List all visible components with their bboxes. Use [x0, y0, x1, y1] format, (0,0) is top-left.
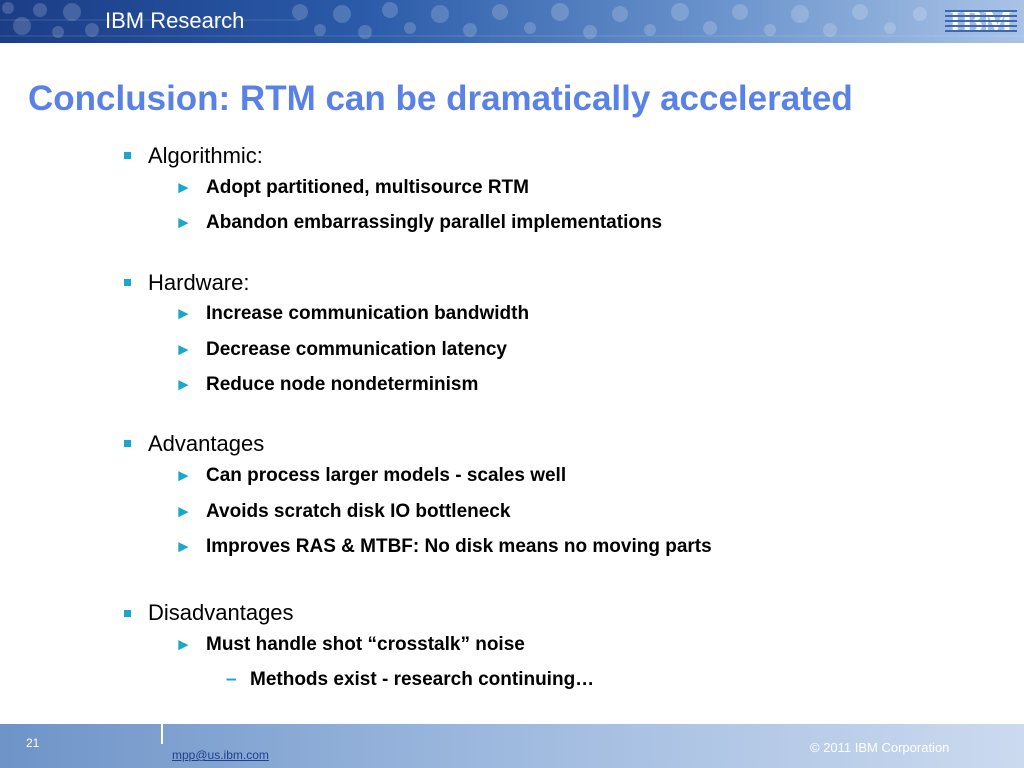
arrow-bullet-icon: ► [175, 340, 192, 359]
arrow-bullet-icon: ► [175, 304, 192, 323]
arrow-bullet-icon: ► [175, 466, 192, 485]
square-bullet-icon [124, 279, 131, 286]
arrow-bullet-icon: ► [175, 635, 192, 654]
square-bullet-icon [124, 610, 131, 617]
bullet-item: Adopt partitioned, multisource RTM [206, 177, 529, 198]
sub-bullet-item: Methods exist - research continuing… [250, 669, 595, 690]
arrow-bullet-icon: ► [175, 213, 192, 232]
bullet-item: Avoids scratch disk IO bottleneck [206, 501, 511, 522]
footer-bar: 21 mpp@us.ibm.com © 2011 IBM Corporation [0, 724, 1024, 768]
square-bullet-icon [124, 152, 131, 159]
dash-bullet-icon: – [226, 669, 237, 690]
bullet-heading-hardware: Hardware: [148, 270, 250, 295]
arrow-bullet-icon: ► [175, 178, 192, 197]
page-number: 21 [26, 736, 40, 750]
header-banner: IBM Research IBM [0, 0, 1024, 43]
header-title: IBM Research [105, 8, 245, 33]
bullet-item: Improves RAS & MTBF: No disk means no mo… [206, 536, 712, 557]
arrow-bullet-icon: ► [175, 502, 192, 521]
bullet-heading-disadvantages: Disadvantages [148, 600, 294, 625]
bullet-item: Reduce node nondeterminism [206, 374, 479, 395]
bullet-item: Decrease communication latency [206, 339, 507, 360]
dot-pattern-decoration [0, 2, 1024, 39]
slide-title: Conclusion: RTM can be dramatically acce… [28, 79, 853, 118]
ibm-striped-logo: IBM [945, 5, 1017, 37]
bullet-heading-advantages: Advantages [148, 431, 265, 456]
email-link[interactable]: mpp@us.ibm.com [172, 748, 269, 762]
bullet-item: Increase communication bandwidth [206, 303, 530, 324]
footer-divider [161, 724, 163, 744]
copyright-text: © 2011 IBM Corporation [810, 740, 950, 755]
bullet-item: Abandon embarrassingly parallel implemen… [206, 212, 663, 233]
bullet-item: Must handle shot “crosstalk” noise [206, 634, 525, 655]
bullet-item: Can process larger models - scales well [206, 465, 567, 486]
arrow-bullet-icon: ► [175, 375, 192, 394]
arrow-bullet-icon: ► [175, 537, 192, 556]
square-bullet-icon [124, 440, 131, 447]
bullet-heading-algorithmic: Algorithmic: [148, 143, 263, 168]
